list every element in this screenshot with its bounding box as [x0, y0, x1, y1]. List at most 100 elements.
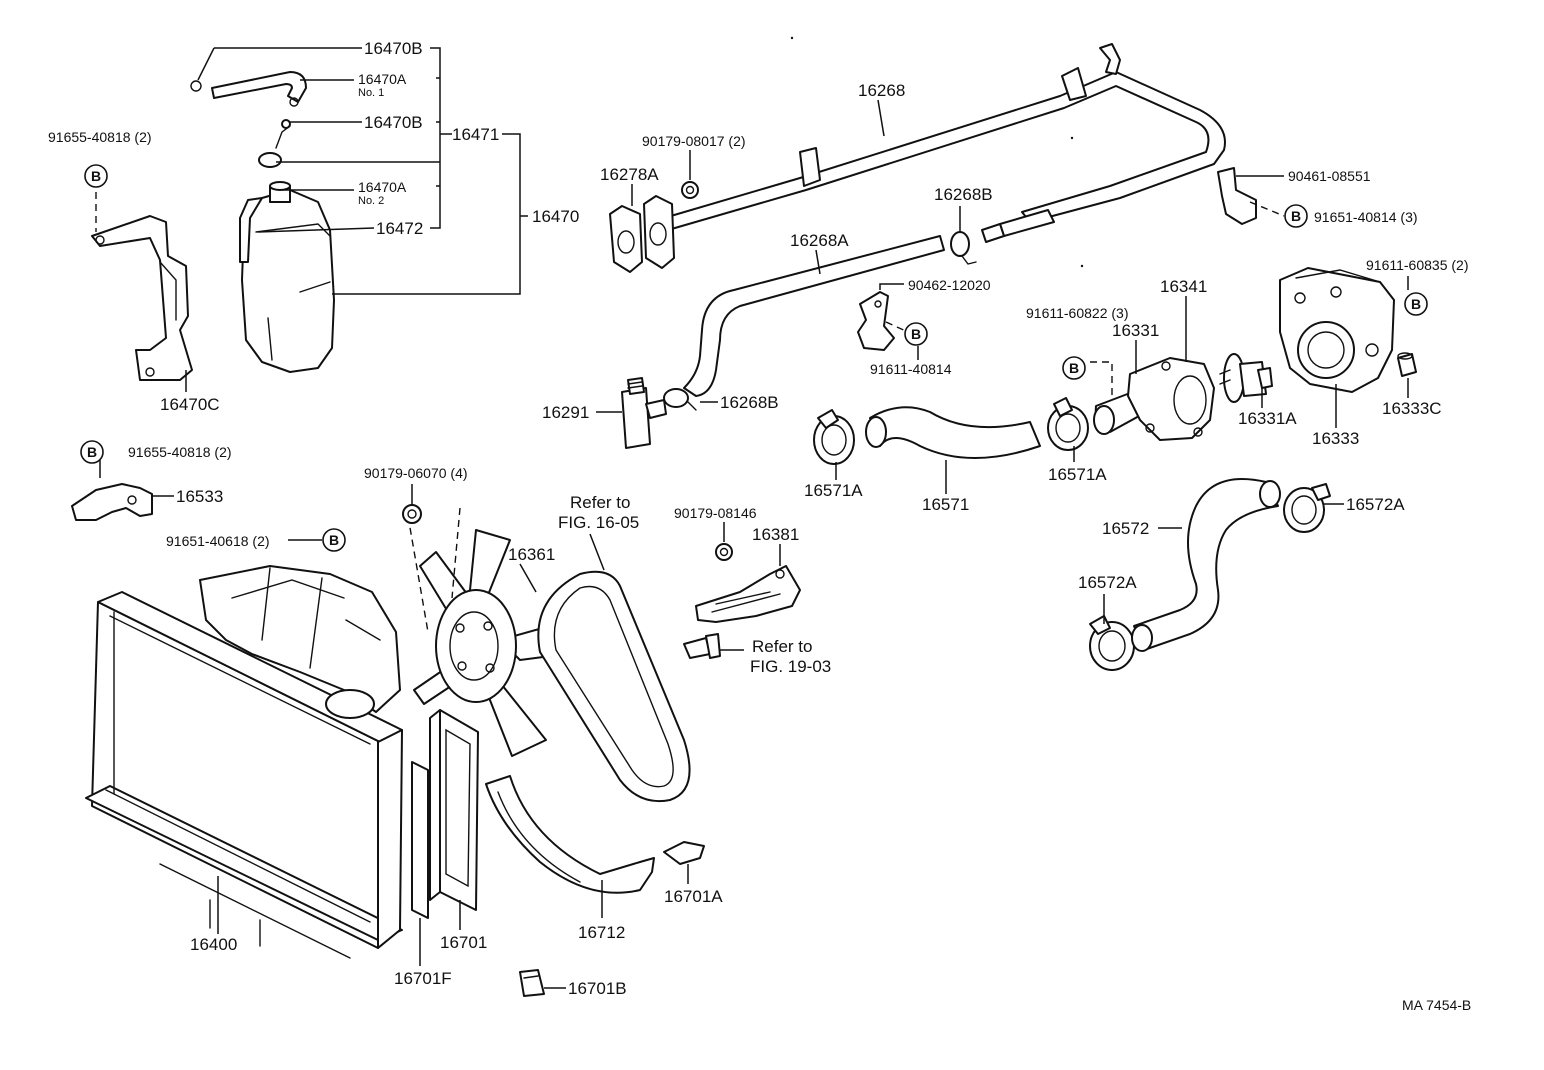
label-16381: 16381 [752, 525, 799, 544]
b-marker-6: B [1284, 204, 1308, 228]
label-16470: 16470 [532, 207, 579, 226]
label-16268A: 16268A [790, 231, 849, 250]
v-belt [537, 570, 691, 802]
clamp-16571A-left [813, 409, 855, 465]
svg-text:B: B [91, 168, 101, 184]
bolt-fig-19-03 [683, 633, 721, 659]
b-marker-7: B [1404, 292, 1428, 316]
label-16701F: 16701F [394, 969, 452, 988]
label-91651-40618: 91651-40618 (2) [166, 533, 270, 549]
nut-90179-06070 [402, 504, 422, 524]
label-16572: 16572 [1102, 519, 1149, 538]
label-16701: 16701 [440, 933, 487, 952]
label-16470B-mid: 16470B [364, 113, 423, 132]
clamp-16572A-right [1283, 483, 1331, 533]
group-bracket-16471 [430, 47, 441, 229]
label-no2: No. 2 [358, 195, 384, 207]
label-16470A-2: 16470A [358, 179, 407, 195]
b-marker-4: B [904, 322, 928, 346]
label-16701B: 16701B [568, 979, 627, 998]
plug-16333C [1397, 352, 1417, 377]
label-16571A-right: 16571A [1048, 465, 1107, 484]
svg-text:B: B [1291, 208, 1301, 224]
clip-16701B [519, 969, 545, 997]
diagram-id: MA 7454-B [1402, 997, 1471, 1013]
clamp-16268B-lower [663, 388, 697, 411]
nut-90179-08017 [681, 181, 699, 199]
fitting-16291 [621, 377, 667, 449]
label-91651-40814: 91651-40814 (3) [1314, 209, 1418, 225]
clamp-16268B-upper [950, 231, 977, 265]
b-marker-2: B [80, 440, 104, 464]
hose-16268A [683, 235, 945, 397]
label-16572A-left: 16572A [1078, 573, 1137, 592]
hose-16571 [865, 406, 1041, 459]
flange-16278A [609, 195, 675, 273]
bracket-16381 [695, 565, 801, 623]
label-16278A: 16278A [600, 165, 659, 184]
label-16331: 16331 [1112, 321, 1159, 340]
svg-text:B: B [87, 444, 97, 460]
water-outlet-16331 [1093, 357, 1215, 441]
hose-16470A-no1 [190, 71, 307, 107]
label-16268B-low: 16268B [720, 393, 779, 412]
label-16291: 16291 [542, 403, 589, 422]
label-16400: 16400 [190, 935, 237, 954]
label-16268B-top: 16268B [934, 185, 993, 204]
b-marker-3: B [322, 528, 346, 552]
radiator-shroud [199, 565, 401, 719]
reservoir-cap-hose [239, 119, 291, 263]
pipe-16268 [663, 43, 1226, 243]
hose-16572 [1133, 478, 1281, 651]
label-16470C: 16470C [160, 395, 220, 414]
label-90461-08551: 90461-08551 [1288, 168, 1371, 184]
bracket-90462-12020 [857, 291, 895, 351]
label-refer-to-1: Refer to [570, 493, 630, 512]
label-refer-to-2: Refer to [752, 637, 812, 656]
clip-16701A [663, 841, 705, 865]
label-90462-12020: 90462-12020 [908, 277, 991, 293]
svg-text:B: B [911, 326, 921, 342]
b-marker-5: B [1062, 356, 1086, 380]
label-16572A-right: 16572A [1346, 495, 1405, 514]
label-91611-60822: 91611-60822 (3) [1026, 305, 1128, 321]
clamp-16571A-right [1047, 397, 1089, 451]
label-fig-16-05: FIG. 16-05 [558, 513, 639, 532]
label-16470A-1: 16470A [358, 71, 407, 87]
shroud-16701F [411, 761, 429, 919]
label-90179-08017: 90179-08017 (2) [642, 133, 746, 149]
label-16571A-left: 16571A [804, 481, 863, 500]
radiator-16400 [85, 591, 403, 959]
label-16472: 16472 [376, 219, 423, 238]
housing-16333 [1279, 267, 1395, 393]
b-marker-1: B [84, 164, 108, 188]
label-fig-19-03: FIG. 19-03 [750, 657, 831, 676]
label-no1: No. 1 [358, 87, 384, 99]
label-16331A: 16331A [1238, 409, 1297, 428]
label-91655-40818-mid: 91655-40818 (2) [128, 444, 232, 460]
svg-text:B: B [329, 532, 339, 548]
label-16470B-top: 16470B [364, 39, 423, 58]
shroud-lower-16712 [485, 775, 655, 894]
group-bracket-16470 [332, 133, 521, 295]
label-16533: 16533 [176, 487, 223, 506]
label-16712: 16712 [578, 923, 625, 942]
label-91655-40818-top: 91655-40818 (2) [48, 129, 152, 145]
svg-text:B: B [1411, 296, 1421, 312]
label-16361: 16361 [508, 545, 555, 564]
svg-text:B: B [1069, 360, 1079, 376]
label-16701A: 16701A [664, 887, 723, 906]
fan-shroud-16701 [429, 709, 479, 911]
label-16333: 16333 [1312, 429, 1359, 448]
label-16341: 16341 [1160, 277, 1207, 296]
label-90179-06070: 90179-06070 (4) [364, 465, 468, 481]
bracket-16533 [71, 483, 153, 521]
label-16571: 16571 [922, 495, 969, 514]
label-91611-40814: 91611-40814 [870, 361, 952, 377]
nut-90179-08146 [715, 543, 733, 561]
clamp-16572A-left [1089, 615, 1153, 671]
label-90179-08146: 90179-08146 [674, 505, 757, 521]
label-91611-60835: 91611-60835 (2) [1366, 257, 1468, 273]
